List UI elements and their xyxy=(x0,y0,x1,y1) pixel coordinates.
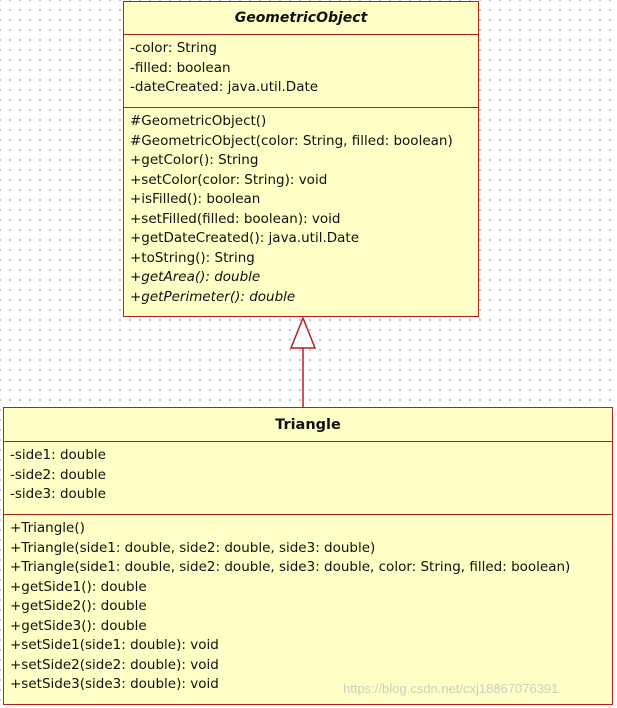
attributes-compartment-triangle: -side1: double -side2: double -side3: do… xyxy=(4,442,612,515)
attribute-filled: -filled: boolean xyxy=(130,59,231,76)
attributes-compartment-geometric-object: -color: String -filled: boolean -dateCre… xyxy=(124,35,478,108)
method-get-side2: +getSide2(): double xyxy=(10,598,147,614)
method-get-perimeter: +getPerimeter(): double xyxy=(130,288,296,305)
method-triangle-full-ctor: +Triangle(side1: double, side2: double, … xyxy=(10,559,571,575)
method-is-filled: +isFilled(): boolean xyxy=(130,191,261,207)
watermark: https://blog.csdn.net/cxj18867076391 xyxy=(343,681,559,696)
method-triangle-default-ctor: +Triangle() xyxy=(10,520,85,536)
attribute-side1: -side1: double xyxy=(10,447,106,463)
method-to-string: +toString(): String xyxy=(130,249,255,266)
methods-compartment-triangle: +Triangle() +Triangle(side1: double, sid… xyxy=(4,515,612,699)
methods-compartment-geometric-object: #GeometricObject() #GeometricObject(colo… xyxy=(124,108,478,311)
attribute-date-created: -dateCreated: java.util.Date xyxy=(130,79,319,95)
method-get-area: +getArea(): double xyxy=(130,269,261,285)
method-geometric-object-ctor: #GeometricObject(color: String, filled: … xyxy=(130,132,453,149)
class-triangle[interactable]: Triangle -side1: double -side2: double -… xyxy=(3,407,613,705)
method-set-side3: +setSide3(side3: double): void xyxy=(10,676,219,692)
class-name-geometric-object: GeometricObject xyxy=(124,2,478,35)
method-get-side3: +getSide3(): double xyxy=(10,617,147,634)
attribute-side3: -side3: double xyxy=(10,486,106,502)
method-triangle-sides-ctor: +Triangle(side1: double, side2: double, … xyxy=(10,539,376,556)
method-geometric-object-default-ctor: #GeometricObject() xyxy=(130,113,267,129)
method-set-side1: +setSide1(side1: double): void xyxy=(10,637,219,653)
inheritance-arrowhead xyxy=(289,315,317,349)
method-set-filled: +setFilled(filled: boolean): void xyxy=(130,210,341,227)
method-set-side2: +setSide2(side2: double): void xyxy=(10,656,219,673)
attribute-color: -color: String xyxy=(130,40,218,56)
method-get-color: +getColor(): String xyxy=(130,152,259,168)
class-geometric-object[interactable]: GeometricObject -color: String -filled: … xyxy=(123,1,479,317)
method-get-side1: +getSide1(): double xyxy=(10,578,147,595)
method-get-date-created: +getDateCreated(): java.util.Date xyxy=(130,230,360,246)
method-set-color: +setColor(color: String): void xyxy=(130,171,328,188)
attribute-side2: -side2: double xyxy=(10,466,106,483)
class-name-triangle: Triangle xyxy=(4,408,612,442)
